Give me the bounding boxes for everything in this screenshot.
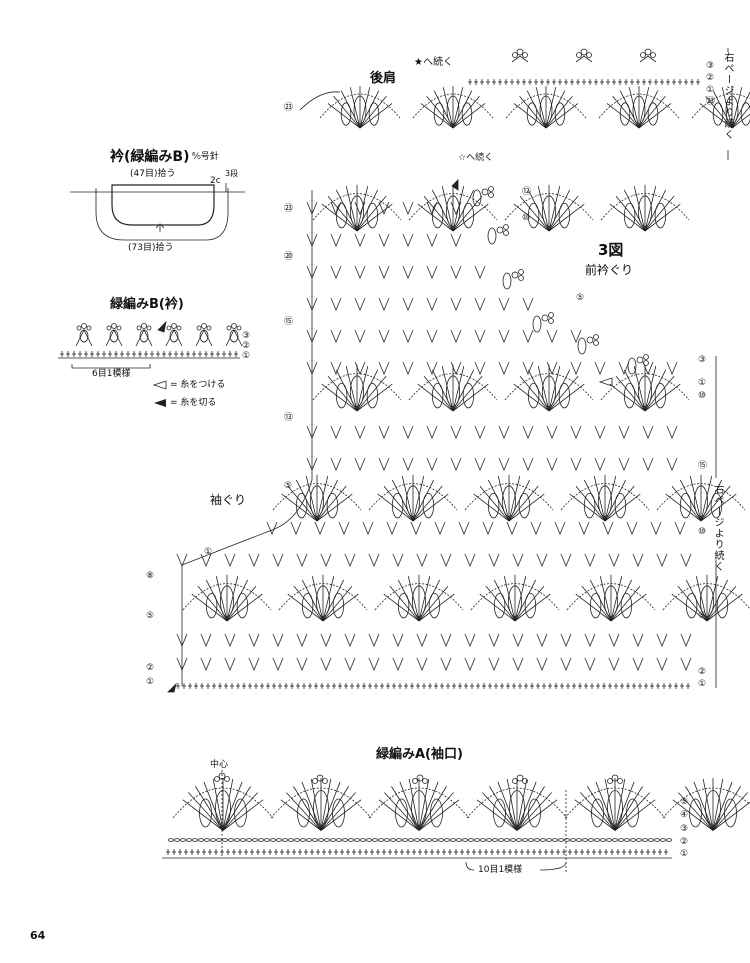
legend-markers [152,380,167,407]
fig3-row-right-1: ① [698,679,707,689]
fig3-star-continue-note: ☆へ続く [458,153,494,163]
figure3-chart [167,179,750,693]
fig3-row-right-10: ⑩ [698,391,707,401]
fig3-armhole-label: 袖ぐり [210,493,247,507]
fig3-row-left-1b: ① [146,677,155,687]
collar-bottom-count: (73目)拾う [128,243,174,253]
fig3-row-left-13: ⑬ [284,413,294,423]
edging-b-row-2: ② [242,341,251,351]
fig3-neck-10: ⑩ [522,213,531,223]
edging-a-row-2: ② [680,837,689,847]
collar-top-count: (47目)拾う [130,169,176,179]
back-shoulder-row-2: ② [706,73,715,83]
edging-a-row-5: ⑤ [680,797,689,807]
collar-depth: 2c [210,176,221,186]
fig3-row-left-8: ⑧ [146,571,155,581]
fig3-row-right-5: ⑤ [698,611,707,621]
fig3-neck-5: ⑤ [576,293,585,303]
edging-a-repeat: 10目1模様 [478,865,523,875]
edging-a-repeat-bracket [465,861,567,871]
back-shoulder-right-note: 右ページより続く [722,52,733,140]
fig3-row-right-1: ① [698,378,707,388]
fig3-row-left-1: ① [204,547,213,557]
fig3-row-right-10b: ⑩ [698,527,707,537]
back-shoulder-row-23-left: ㉓ [284,103,294,113]
edging-a-row-3: ③ [680,824,689,834]
edging-b-repeat: 6目1模様 [92,369,131,379]
cut-yarn-icon [154,399,166,407]
star-continue-note: ★へ続く [414,57,453,68]
fig3-row-left-23: ㉓ [284,204,294,214]
fig3-row-right-15: ⑮ [698,461,708,471]
back-shoulder-chart [299,48,750,129]
collar-hook-size: ⁶⁄₀号針 [192,152,219,162]
edging-a-center: 中心 [210,760,229,770]
back-shoulder-row-1: ① [706,85,715,95]
edging-b-repeat-bracket [71,364,151,369]
edging-a-chart [162,770,750,872]
legend-attach-label: = 糸をつける [170,380,226,390]
edging-a-row-1: ① [680,849,689,859]
fig3-row-left-5b: ⑤ [146,611,155,621]
back-shoulder-title: 後肩 [370,71,397,86]
fig3-row-left-15: ⑮ [284,317,294,327]
fig3-row-left-5: ⑤ [284,481,293,491]
collar-title: 衿(緑編みB) [110,149,190,165]
fig3-row-left-20: ⑳ [284,252,294,262]
fig3-subtitle: 前衿ぐり [585,263,634,277]
back-shoulder-row-3: ③ [706,61,715,71]
fig3-neck-12: ⑫ [522,187,532,197]
edging-a-row-4: ④ [680,810,689,820]
page-number: 64 [30,929,46,942]
collar-rows: 3段 [225,169,239,178]
edging-a-title: 緑編みA(袖口) [376,747,463,762]
legend-cut-label: = 糸を切る [170,398,217,408]
edging-b-title: 緑編みB(衿) [110,297,184,312]
collar-schematic [70,183,245,241]
attach-yarn-icon [152,380,167,390]
fig3-row-left-2: ② [146,663,155,673]
fig3-row-right-3: ③ [698,355,707,365]
edging-b-row-1: ① [242,351,251,361]
fig3-row-right-2: ② [698,667,707,677]
edging-b-chart [58,320,243,359]
fig3-title: 3図 [598,241,624,259]
fig3-right-note: 右ページより続く [712,484,723,572]
edging-b-row-3: ③ [242,331,251,341]
